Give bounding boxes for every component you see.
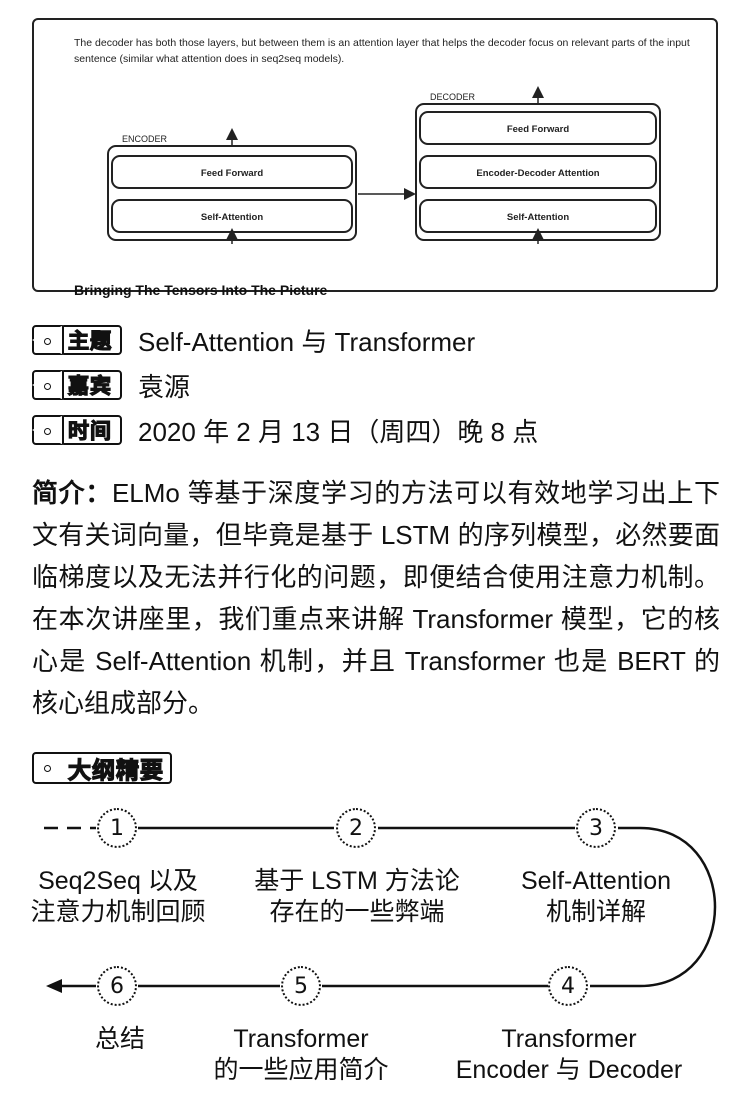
- guest-tag-label: 嘉宾: [67, 373, 112, 398]
- step-label-1-line2: 注意力机制回顾: [30, 898, 206, 926]
- step-number-5: 5: [281, 966, 321, 1006]
- topic-value: Self-Attention 与 Transformer: [138, 326, 476, 357]
- decoder-feed-forward-box: [419, 111, 657, 145]
- encoder-feed-forward-box: [111, 155, 353, 189]
- step-label-3: Self-Attention 机制详解: [494, 866, 698, 928]
- step-label-2: 基于 LSTM 方法论 存在的一些弊端: [236, 866, 478, 928]
- step-label-1: Seq2Seq 以及 注意力机制回顾: [18, 866, 218, 928]
- topic-row: 主题 Self-Attention 与 Transformer: [32, 322, 475, 358]
- step-label-6: 总结: [60, 1024, 180, 1055]
- step-label-4-line1: Transformer: [501, 1025, 637, 1053]
- encoder-decoder-figure: The decoder has both those layers, but b…: [32, 18, 718, 298]
- topic-tag-label: 主题: [67, 328, 112, 353]
- figure-title: Bringing The Tensors Into The Picture: [74, 282, 328, 298]
- tag-hole-icon: [44, 383, 51, 390]
- outline-tag-label: 大纲精要: [67, 757, 164, 784]
- step-label-5: Transformer 的一些应用简介: [196, 1024, 406, 1086]
- step-number-1: 1: [97, 808, 137, 848]
- intro-paragraph: 简介：ELMo 等基于深度学习的方法可以有效地学习出上下文有关词向量，但毕竟是基…: [32, 472, 720, 724]
- guest-row: 嘉宾 袁源: [32, 367, 190, 403]
- decoder-label: DECODER: [430, 92, 476, 102]
- encoder-label: ENCODER: [122, 134, 168, 144]
- step-number-2: 2: [336, 808, 376, 848]
- encoder-decoder-diagram: ENCODER Feed Forward Self-Attention DECO…: [107, 86, 661, 244]
- outline-tag: 大纲精要: [32, 752, 172, 785]
- decoder-enc-dec-attention-label: Encoder-Decoder Attention: [476, 168, 599, 179]
- step-label-3-line2: 机制详解: [545, 898, 646, 926]
- step-label-2-line1: 基于 LSTM 方法论: [254, 867, 460, 895]
- step-label-2-line2: 存在的一些弊端: [269, 898, 445, 926]
- decoder-enc-dec-attention-box: [419, 155, 657, 189]
- topic-tag: 主题: [32, 325, 122, 355]
- step-number-3: 3: [576, 808, 616, 848]
- time-value: 2020 年 2 月 13 日（周四）晚 8 点: [138, 416, 539, 447]
- step-label-1-line1: Seq2Seq 以及: [38, 867, 198, 895]
- step-label-4: Transformer Encoder 与 Decoder: [434, 1024, 704, 1086]
- step-label-3-line1: Self-Attention: [520, 867, 672, 895]
- step-label-4-line2: Encoder 与 Decoder: [455, 1056, 683, 1084]
- step-label-6-line1: 总结: [94, 1025, 145, 1053]
- flow-end-arrow-icon: [46, 979, 62, 993]
- step-number-4: 4: [548, 966, 588, 1006]
- time-tag: 时间: [32, 415, 122, 445]
- tag-hole-icon: [44, 765, 51, 772]
- figure-caption: The decoder has both those layers, but b…: [74, 37, 690, 65]
- time-row: 时间 2020 年 2 月 13 日（周四）晚 8 点: [32, 412, 538, 448]
- step-label-5-line2: 的一些应用简介: [213, 1056, 389, 1084]
- guest-tag: 嘉宾: [32, 370, 122, 400]
- intro-text: ELMo 等基于深度学习的方法可以有效地学习出上下文有关词向量，但毕竟是基于 L…: [32, 478, 720, 718]
- decoder-feed-forward-label: Feed Forward: [507, 124, 569, 135]
- encoder-self-attention-label: Self-Attention: [201, 212, 263, 223]
- decoder-self-attention-label: Self-Attention: [507, 212, 569, 223]
- tag-hole-icon: [44, 338, 51, 345]
- step-number-6: 6: [97, 966, 137, 1006]
- time-tag-label: 时间: [67, 418, 112, 443]
- intro-label: 简介：: [32, 478, 112, 508]
- step-label-5-line1: Transformer: [233, 1025, 369, 1053]
- guest-value: 袁源: [138, 371, 191, 402]
- encoder-feed-forward-label: Feed Forward: [201, 168, 263, 179]
- tag-hole-icon: [44, 428, 51, 435]
